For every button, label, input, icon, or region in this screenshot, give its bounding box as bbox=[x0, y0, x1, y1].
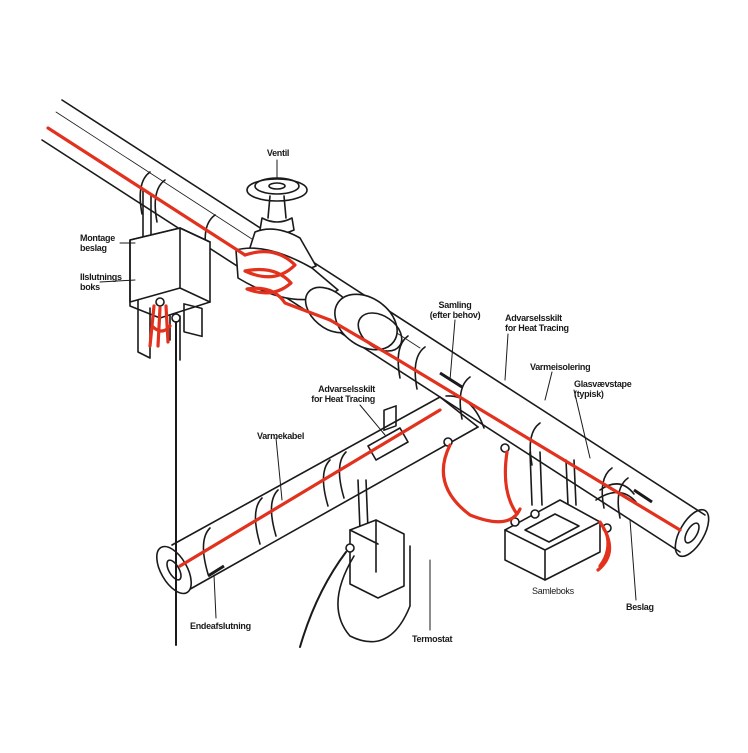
label-advarselsskilt-top-line1: Advarselsskilt bbox=[505, 313, 562, 323]
label-glasvaevstape: Glasvævstape (typisk) bbox=[574, 379, 632, 399]
label-varmeisolering: Varmeisolering bbox=[530, 362, 591, 372]
label-advarselsskilt-left-line2: for Heat Tracing bbox=[311, 394, 375, 404]
label-ventil: Ventil bbox=[266, 148, 290, 158]
leader-lines bbox=[99, 159, 637, 631]
label-beslag: Beslag bbox=[626, 602, 654, 612]
valve-assembly bbox=[235, 177, 403, 352]
heat-tracing-cable bbox=[46, 126, 682, 572]
label-advarselsskilt-top: Advarselsskilt for Heat Tracing bbox=[505, 313, 569, 333]
label-samling-line2: (efter behov) bbox=[429, 310, 481, 320]
label-tilslutningsboks-line1: Ilslutnings bbox=[80, 272, 122, 282]
label-advarselsskilt-left: Advarselsskilt for Heat Tracing bbox=[290, 384, 375, 404]
label-advarselsskilt-top-line2: for Heat Tracing bbox=[505, 323, 569, 333]
branch-pipe bbox=[156, 395, 485, 595]
label-samling-line1: Samling bbox=[438, 300, 472, 310]
thermostat-box bbox=[299, 405, 411, 648]
junction-box bbox=[443, 437, 612, 581]
label-samleboks: Samleboks bbox=[532, 586, 574, 596]
label-montage-beslag: Montage beslag bbox=[80, 233, 115, 253]
label-endeafslutning: Endeafslutning bbox=[190, 621, 251, 631]
cable-splices bbox=[207, 371, 653, 578]
label-glasvaevstape-line2: (typisk) bbox=[574, 389, 604, 399]
mounting-bracket-left bbox=[129, 189, 211, 646]
label-tilslutningsboks-line2: boks bbox=[80, 282, 100, 292]
label-termostat: Termostat bbox=[412, 634, 453, 644]
label-tilslutningsboks: Ilslutnings boks bbox=[80, 272, 122, 292]
label-samling: Samling (efter behov) bbox=[425, 300, 485, 320]
label-montage-beslag-line1: Montage bbox=[80, 233, 115, 243]
label-advarselsskilt-left-line1: Advarselsskilt bbox=[318, 384, 375, 394]
label-varmekabel: Varmekabel bbox=[257, 431, 305, 441]
label-glasvaevstape-line1: Glasvævstape bbox=[574, 379, 632, 389]
label-montage-beslag-line2: beslag bbox=[80, 243, 107, 253]
